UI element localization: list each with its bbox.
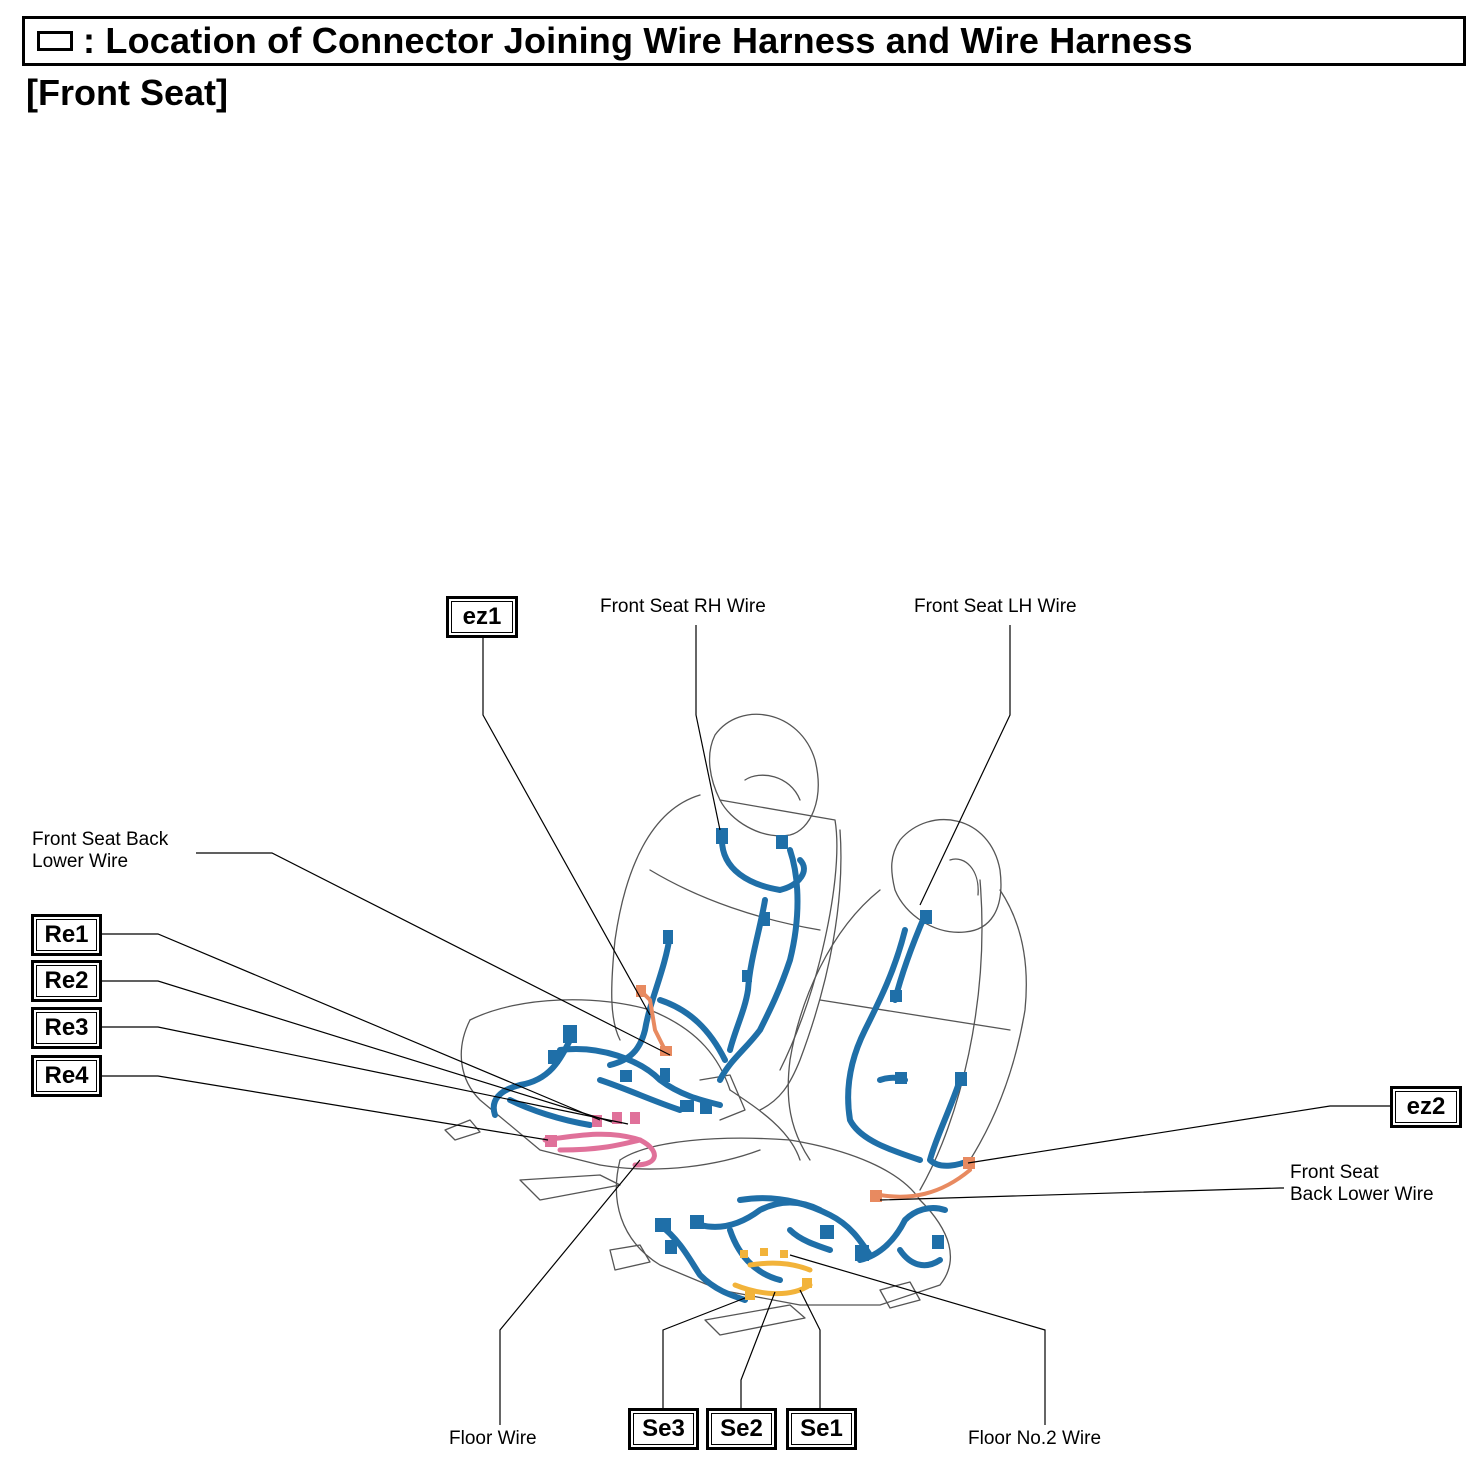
connector-re2: Re2 bbox=[31, 960, 102, 1002]
connector-se3: Se3 bbox=[628, 1408, 699, 1450]
leader-lines bbox=[102, 625, 1390, 1425]
seat-outlines bbox=[444, 713, 1027, 1336]
connector-se2: Se2 bbox=[706, 1408, 777, 1450]
connector-re3: Re3 bbox=[31, 1007, 102, 1049]
label-floor-wire: Floor Wire bbox=[449, 1428, 537, 1449]
connector-ez1: ez1 bbox=[446, 596, 518, 638]
label-front-seat-rh-wire: Front Seat RH Wire bbox=[600, 596, 766, 617]
label-back-lower-right-line2: Back Lower Wire bbox=[1290, 1184, 1434, 1205]
connector-re4: Re4 bbox=[31, 1055, 102, 1097]
page-title: : Location of Connector Joining Wire Har… bbox=[83, 20, 1193, 61]
connector-ez2: ez2 bbox=[1390, 1086, 1462, 1128]
title-box: : Location of Connector Joining Wire Har… bbox=[22, 16, 1466, 66]
page-subtitle: [Front Seat] bbox=[26, 72, 228, 113]
label-back-lower-left-line1: Front Seat Back bbox=[32, 829, 169, 850]
label-floor-no2-wire: Floor No.2 Wire bbox=[968, 1428, 1102, 1449]
label-front-seat-lh-wire: Front Seat LH Wire bbox=[914, 596, 1077, 617]
re-connector-group bbox=[542, 1131, 657, 1168]
connector-symbol-icon bbox=[37, 31, 73, 51]
connector-re1: Re1 bbox=[31, 914, 102, 956]
connector-se1: Se1 bbox=[786, 1408, 857, 1450]
wire-harness-paths bbox=[490, 837, 973, 1303]
label-back-lower-left-line2: Lower Wire bbox=[32, 851, 129, 872]
label-back-lower-right-line1: Front Seat bbox=[1290, 1162, 1379, 1183]
harness-connector-blocks bbox=[548, 828, 967, 1261]
